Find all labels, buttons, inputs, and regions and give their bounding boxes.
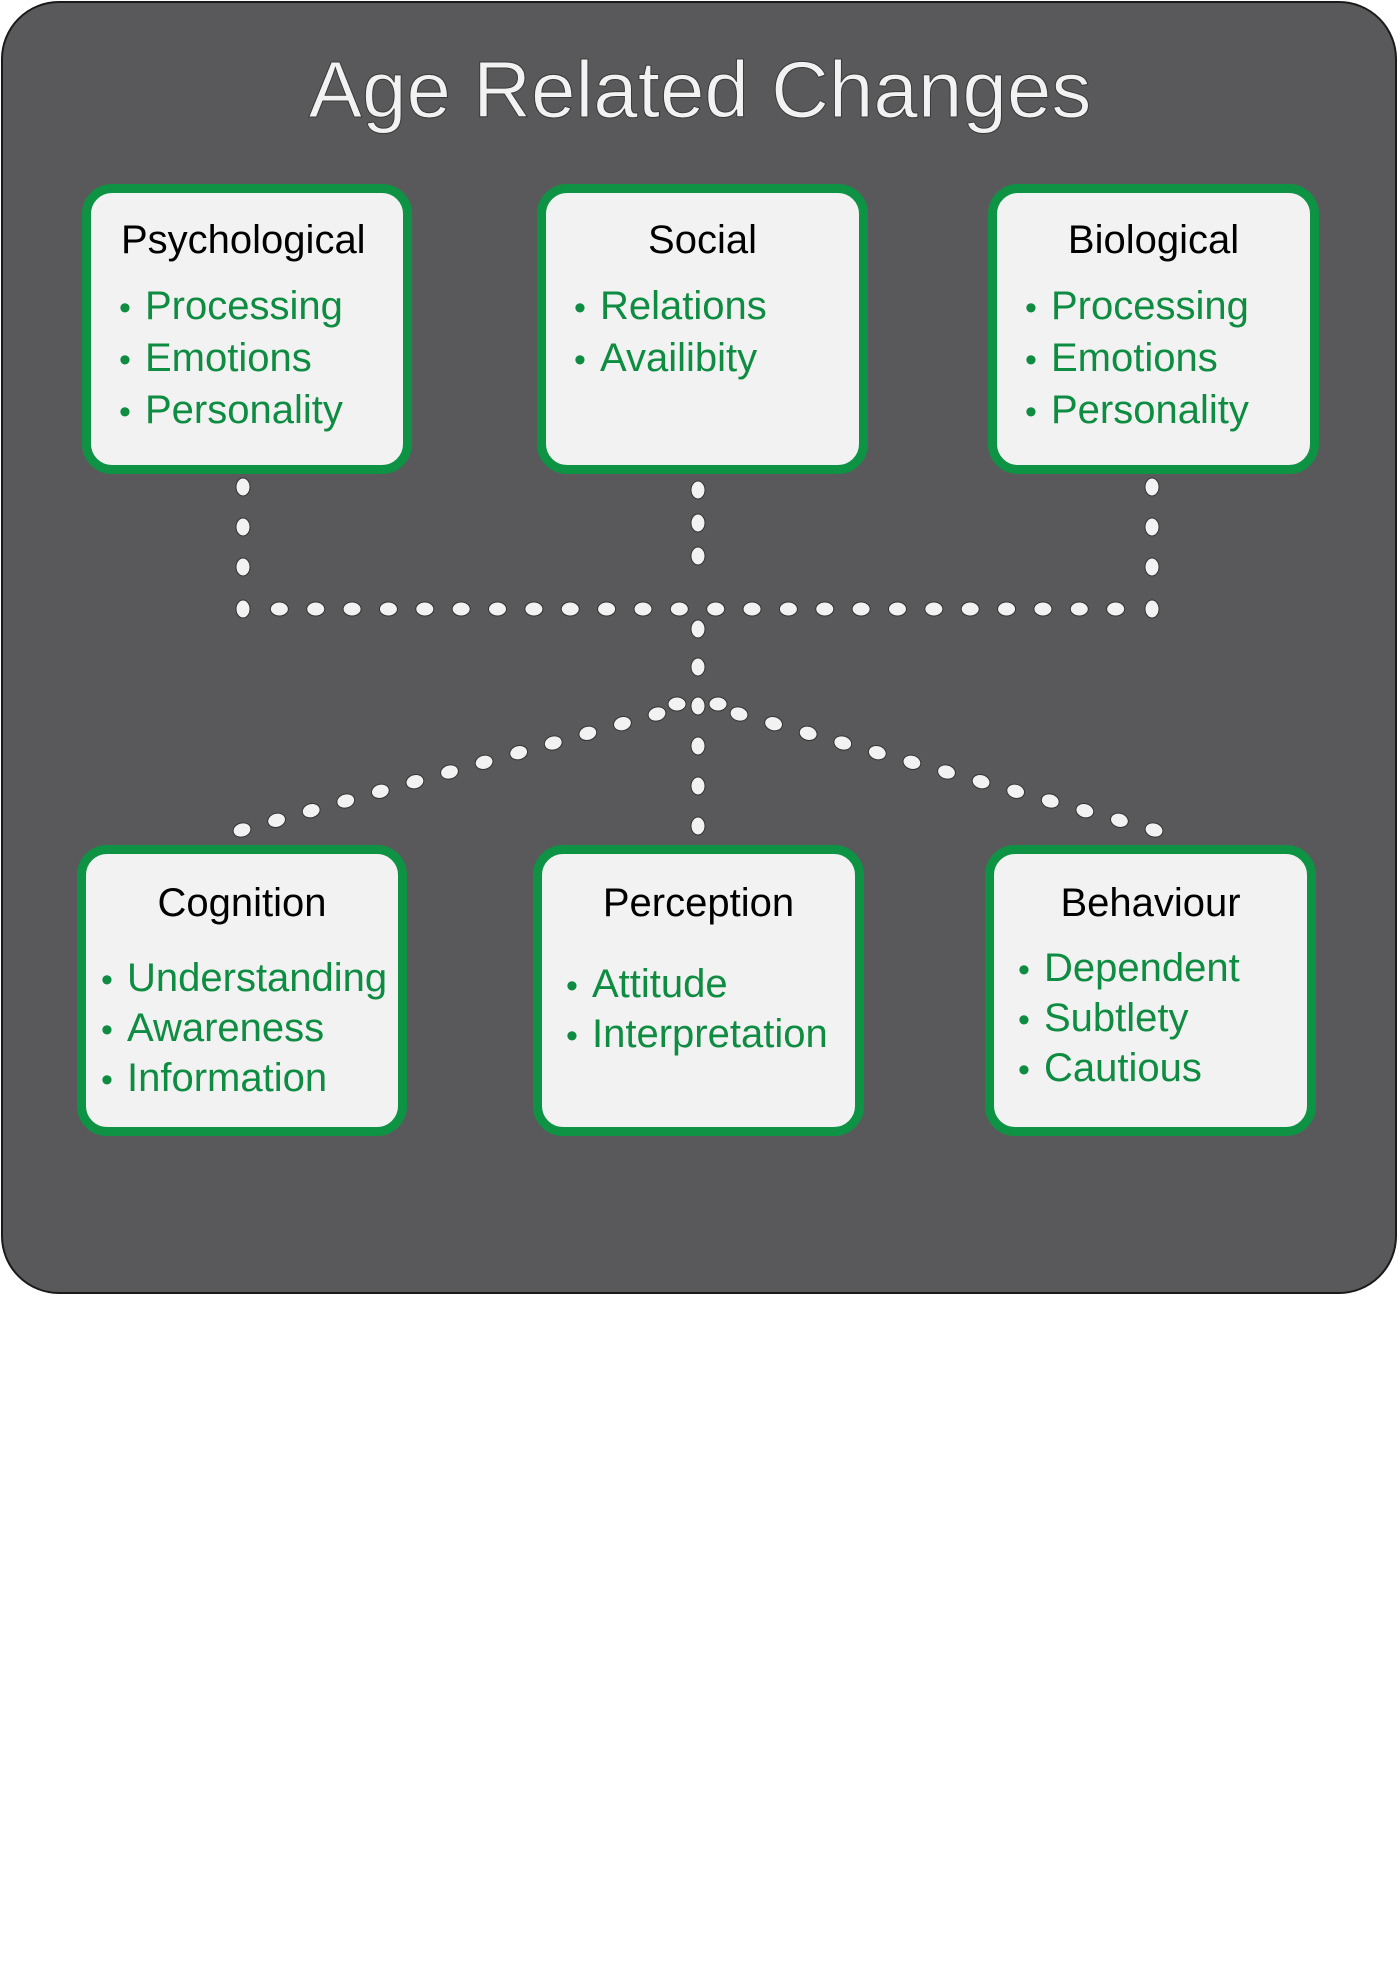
connector-dot [924, 601, 944, 617]
connector-dot [1106, 601, 1126, 617]
box-psychological: Psychological •Processing •Emotions •Per… [82, 184, 412, 474]
connector-dot [235, 477, 251, 497]
list-item: •Information [101, 1056, 328, 1100]
connector-dot [613, 716, 632, 732]
connector-dot [690, 776, 706, 796]
connector-dot [235, 517, 251, 537]
list-item: •Cautious [1018, 1046, 1202, 1090]
connector-dot [269, 601, 289, 617]
connector-dot [405, 774, 425, 790]
connector-dot [798, 725, 818, 741]
connector-dot [370, 783, 390, 799]
connector-dot [378, 601, 398, 617]
list-item: •Availibity [574, 336, 758, 380]
connector-dot [690, 816, 706, 836]
connector-dot [235, 557, 251, 577]
connector-dot [633, 601, 653, 617]
connector-dot [902, 754, 922, 770]
connector-dot [960, 601, 980, 617]
connector-dot [690, 619, 706, 639]
box-heading: Perception [602, 881, 795, 925]
connector-dot [851, 601, 871, 617]
connector-dots [232, 477, 1164, 838]
connector-dot [1144, 557, 1160, 577]
connector-dot [690, 546, 706, 566]
connector-dot [833, 735, 853, 751]
list-item: •Emotions [119, 336, 312, 380]
list-item: •Relations [574, 284, 767, 328]
connector-dot [235, 599, 251, 619]
connector-dot [669, 601, 689, 617]
box-perception: Perception •Attitude •Interpretation [533, 845, 864, 1136]
connector-dot [887, 601, 907, 617]
connector-dot [336, 793, 356, 809]
connector-dot [267, 812, 286, 828]
box-biological: Biological •Processing •Emotions •Person… [988, 184, 1319, 474]
connector-dot [1110, 812, 1129, 828]
list-item: •Dependent [1018, 946, 1240, 990]
connector-dot [524, 601, 544, 617]
connector-dot [690, 513, 706, 533]
connector-dot [778, 601, 798, 617]
box-heading: Psychological [121, 218, 366, 262]
connector-dot [1144, 517, 1160, 537]
connector-dot [706, 601, 726, 617]
box-heading: Biological [1067, 218, 1240, 262]
connector-dot [1075, 803, 1095, 819]
box-heading: Cognition [157, 881, 327, 925]
connector-dot [690, 696, 706, 716]
connector-dot [1033, 601, 1053, 617]
box-cognition: Cognition •Understanding •Awareness •Inf… [77, 845, 407, 1136]
connector-dot [667, 696, 687, 712]
connector-dot [867, 745, 887, 761]
connector-dot [560, 601, 580, 617]
list-item: •Processing [119, 284, 343, 328]
connector-dot [729, 706, 749, 722]
connector-dot [997, 601, 1017, 617]
connector-dot [578, 725, 598, 741]
list-item: •Awareness [101, 1006, 325, 1050]
list-item: •Personality [119, 388, 343, 432]
list-item: •Subtlety [1018, 996, 1189, 1040]
connector-dot [815, 601, 835, 617]
connector-dot [415, 601, 435, 617]
connector-dot [647, 706, 667, 722]
connector-dot [742, 601, 762, 617]
connector-dot [1006, 783, 1026, 799]
connector-dot [451, 601, 471, 617]
box-heading: Social [648, 218, 757, 262]
connector-dot [690, 736, 706, 756]
connector-dot [342, 601, 362, 617]
list-item: •Processing [1025, 284, 1249, 328]
connector-dot [301, 803, 321, 819]
diagram-title: Age Related Changes [308, 45, 1092, 135]
box-social: Social •Relations •Availibity [537, 184, 868, 474]
connector-dot [971, 774, 991, 790]
connector-dot [1040, 793, 1060, 809]
connector-dot [1144, 599, 1160, 619]
connector-dot [708, 696, 728, 712]
connector-dot [764, 716, 783, 732]
connector-dot [1069, 601, 1089, 617]
connector-dot [597, 601, 617, 617]
box-behaviour: Behaviour •Dependent •Subtlety •Cautious [985, 845, 1316, 1136]
connector-dot [690, 480, 706, 500]
connector-dot [937, 764, 956, 780]
list-item: •Emotions [1025, 336, 1218, 380]
connector-dot [1144, 477, 1160, 497]
connector-dot [543, 735, 563, 751]
box-heading: Behaviour [1060, 881, 1241, 925]
list-item: •Understanding [101, 956, 388, 1000]
connector-dot [474, 754, 494, 770]
connector-dot [232, 822, 252, 838]
connector-dot [306, 601, 326, 617]
connector-dot [1144, 822, 1164, 838]
connector-dot [509, 745, 529, 761]
list-item: •Personality [1025, 388, 1249, 432]
connector-dot [488, 601, 508, 617]
connector-dot [440, 764, 459, 780]
list-item: •Attitude [566, 962, 728, 1006]
connector-dot [690, 657, 706, 677]
list-item: •Interpretation [566, 1012, 828, 1056]
